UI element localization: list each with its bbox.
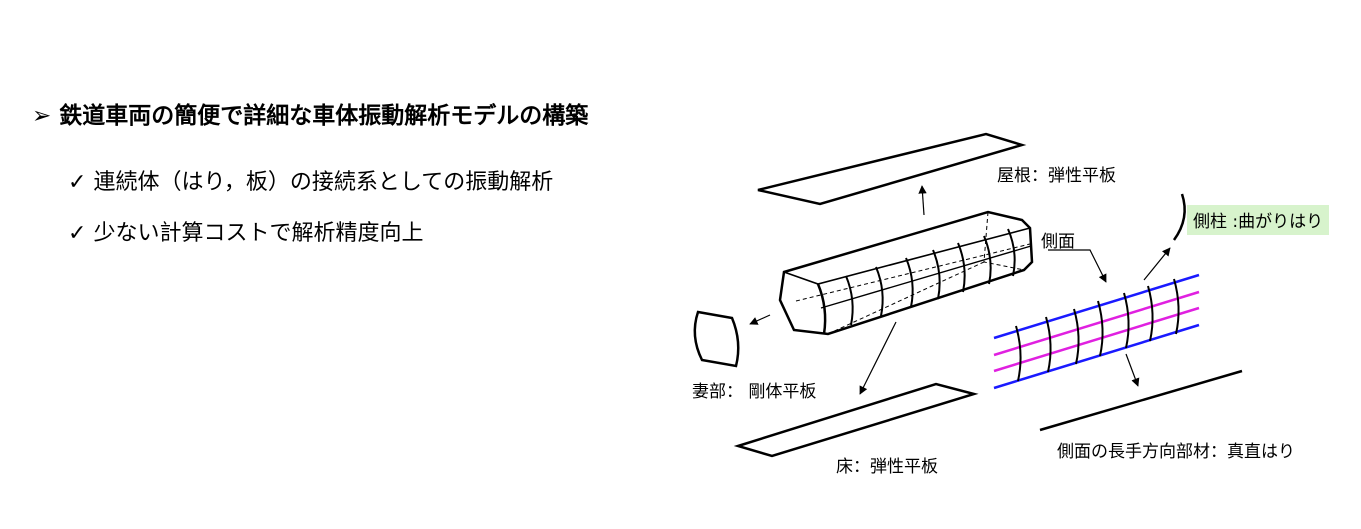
heading-text: 鉄道車両の簡便で詳細な車体振動解析モデルの構築: [59, 103, 589, 129]
roof-label: 屋根：弾性平板: [997, 166, 1116, 186]
side-frame: [1015, 325, 1022, 382]
side-label: 側面: [1041, 232, 1075, 252]
bullet-text: 少ない計算コストで解析精度向上: [93, 221, 424, 246]
bullet-item: ✓ 連続体（はり，板）の接続系としての振動解析: [68, 164, 553, 196]
roof-arrow: [918, 185, 927, 216]
side-frame: [1073, 308, 1080, 365]
heading-arrow-marker: ➢: [32, 103, 52, 129]
bullet-text: 連続体（はり，板）の接続系としての振動解析: [93, 170, 554, 195]
floor-label: 床：弾性平板: [836, 457, 938, 477]
pillar-curved-beam: [1172, 193, 1186, 241]
side-top-beam: [993, 273, 1200, 340]
end-arrow: [749, 314, 771, 325]
roof-plate: [757, 132, 1027, 206]
car-body-box: [778, 210, 1034, 336]
longitudinal-member: [993, 290, 1200, 357]
side-frame: [1123, 292, 1130, 349]
pillar-label: 側柱 :曲がりはり: [1187, 205, 1330, 235]
floor-plate: [733, 382, 979, 458]
check-icon: ✓: [68, 170, 87, 195]
longitudinal-label: 側面の長手方向部材：真直はり: [1057, 442, 1295, 462]
side-frame: [1147, 285, 1154, 342]
longitudinal-member: [993, 306, 1200, 373]
side-panel-frame: [993, 273, 1200, 390]
extracted-longitudinal-arrow: [1125, 353, 1140, 387]
bullet-item: ✓ 少ない計算コストで解析精度向上: [68, 215, 423, 247]
slide-heading: ➢ 鉄道車両の簡便で詳細な車体振動解析モデルの構築: [32, 96, 588, 130]
check-icon: ✓: [68, 221, 87, 246]
side-bottom-beam: [993, 323, 1200, 390]
side-frame: [1173, 278, 1180, 335]
end-plate: [693, 310, 740, 368]
end-label: 妻部： 剛体平板: [692, 382, 817, 402]
extracted-longitudinal-beam: [1039, 369, 1243, 432]
side-leader-arrow: [1048, 249, 1107, 283]
side-frame: [1045, 316, 1052, 373]
pillar-arrow: [1143, 247, 1171, 281]
floor-arrow: [859, 321, 897, 395]
side-frame: [1097, 300, 1104, 357]
